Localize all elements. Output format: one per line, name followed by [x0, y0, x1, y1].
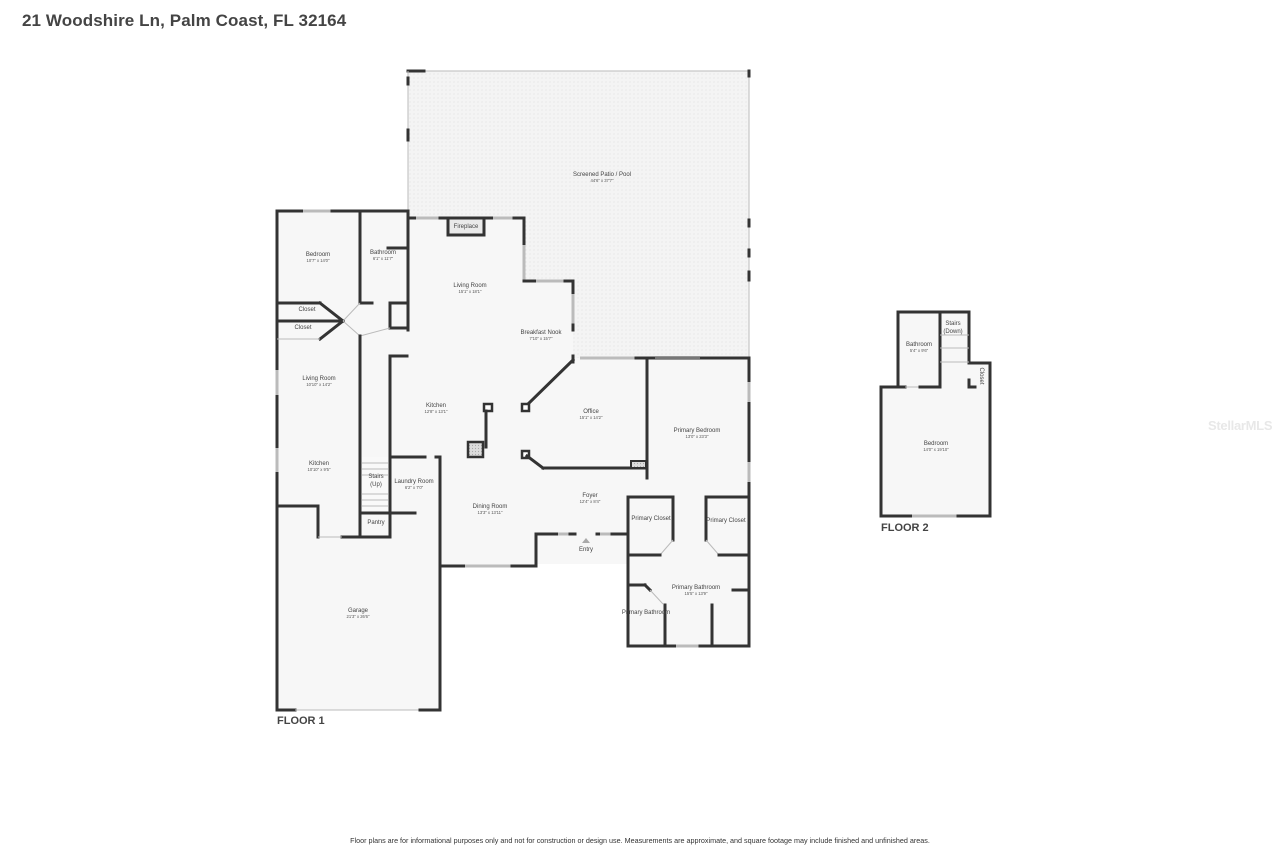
room-label-primary-closet: Primary Closet [706, 518, 746, 524]
svg-text:15'5" x 13'9": 15'5" x 13'9" [685, 591, 708, 596]
svg-text:Primary Closet: Primary Closet [706, 518, 746, 524]
svg-text:Laundry Room: Laundry Room [394, 479, 433, 485]
svg-text:Pantry: Pantry [367, 520, 384, 526]
svg-text:Dining Room: Dining Room [473, 504, 508, 510]
svg-text:44'6" x 37'7": 44'6" x 37'7" [591, 178, 614, 183]
svg-text:10'7" x 14'0": 10'7" x 14'0" [307, 258, 330, 263]
svg-text:5'4" x 9'6": 5'4" x 9'6" [910, 348, 929, 353]
svg-text:Fireplace: Fireplace [454, 224, 479, 230]
floor-2-label: FLOOR 2 [881, 522, 929, 534]
fireplace [446, 216, 486, 237]
svg-text:Bedroom: Bedroom [924, 441, 948, 447]
stairs-up [362, 457, 388, 513]
svg-text:Screened Patio / Pool: Screened Patio / Pool [573, 172, 631, 178]
svg-text:Primary Closet: Primary Closet [631, 516, 671, 522]
room-label-fireplace: Fireplace [454, 224, 479, 230]
room-label-closet: Closet [298, 307, 315, 313]
svg-text:12'4" x 8'4": 12'4" x 8'4" [580, 499, 601, 504]
svg-text:Closet: Closet [978, 367, 984, 384]
svg-text:Primary Bathroom: Primary Bathroom [622, 610, 670, 616]
property-address-title: 21 Woodshire Ln, Palm Coast, FL 32164 [22, 11, 347, 30]
room-label-closet: Closet [294, 325, 311, 331]
svg-text:6'1" x 11'7": 6'1" x 11'7" [373, 256, 394, 261]
svg-text:12'8" x 13'1": 12'8" x 13'1" [425, 409, 448, 414]
svg-text:10'10" x 9'5": 10'10" x 9'5" [308, 467, 331, 472]
svg-text:Kitchen: Kitchen [309, 461, 329, 467]
svg-text:14'0" x 19'10": 14'0" x 19'10" [923, 447, 949, 452]
svg-text:Bedroom: Bedroom [306, 252, 330, 258]
svg-text:7'10" x 15'7": 7'10" x 15'7" [530, 336, 553, 341]
svg-text:6'2" x 7'0": 6'2" x 7'0" [405, 485, 424, 490]
svg-text:13'3" x 13'11": 13'3" x 13'11" [478, 510, 503, 515]
svg-text:Primary Bedroom: Primary Bedroom [674, 428, 721, 434]
room-label-pantry: Pantry [367, 520, 384, 526]
svg-text:Bathroom: Bathroom [906, 342, 932, 348]
svg-text:Stairs: Stairs [368, 474, 383, 480]
svg-text:Office: Office [583, 409, 599, 415]
room-label-entry: Entry [579, 547, 593, 553]
svg-text:Living Room: Living Room [302, 376, 335, 382]
watermark: StellarMLS [1208, 418, 1273, 433]
svg-text:Primary Bathroom: Primary Bathroom [672, 585, 720, 591]
svg-text:Living Room: Living Room [453, 283, 486, 289]
room-label-primary-closet: Primary Closet [631, 516, 671, 522]
room-label-primary-bathroom: Primary Bathroom [622, 610, 670, 616]
entry-arrow-icon [582, 538, 590, 543]
svg-text:(Up): (Up) [370, 482, 382, 488]
floor-1-label: FLOOR 1 [277, 715, 325, 727]
svg-text:Entry: Entry [579, 547, 593, 553]
svg-text:15'1" x 14'2": 15'1" x 14'2" [580, 415, 603, 420]
disclaimer-footer: Floor plans are for informational purpos… [350, 836, 930, 845]
svg-text:10'10" x 14'2": 10'10" x 14'2" [306, 382, 332, 387]
svg-text:Breakfast Nook: Breakfast Nook [520, 330, 562, 336]
svg-text:Closet: Closet [294, 325, 311, 331]
room-label-closet: Closet [978, 367, 984, 384]
svg-text:(Down): (Down) [943, 329, 962, 335]
svg-text:15'1" x 18'1": 15'1" x 18'1" [459, 289, 482, 294]
svg-text:Garage: Garage [348, 608, 369, 614]
room-label-stairs: Stairs (Up) [368, 474, 383, 488]
svg-text:Stairs: Stairs [945, 321, 960, 327]
room-label-stairs: Stairs (Down) [943, 321, 962, 335]
svg-text:Closet: Closet [298, 307, 315, 313]
svg-text:13'0" x 23'3": 13'0" x 23'3" [686, 434, 709, 439]
svg-text:21'3" x 26'6": 21'3" x 26'6" [347, 614, 370, 619]
svg-text:Bathroom: Bathroom [370, 250, 396, 256]
floor-1-plan [275, 69, 751, 712]
floor-2-plan [879, 310, 992, 518]
svg-text:Foyer: Foyer [582, 493, 597, 499]
svg-text:Kitchen: Kitchen [426, 403, 446, 409]
